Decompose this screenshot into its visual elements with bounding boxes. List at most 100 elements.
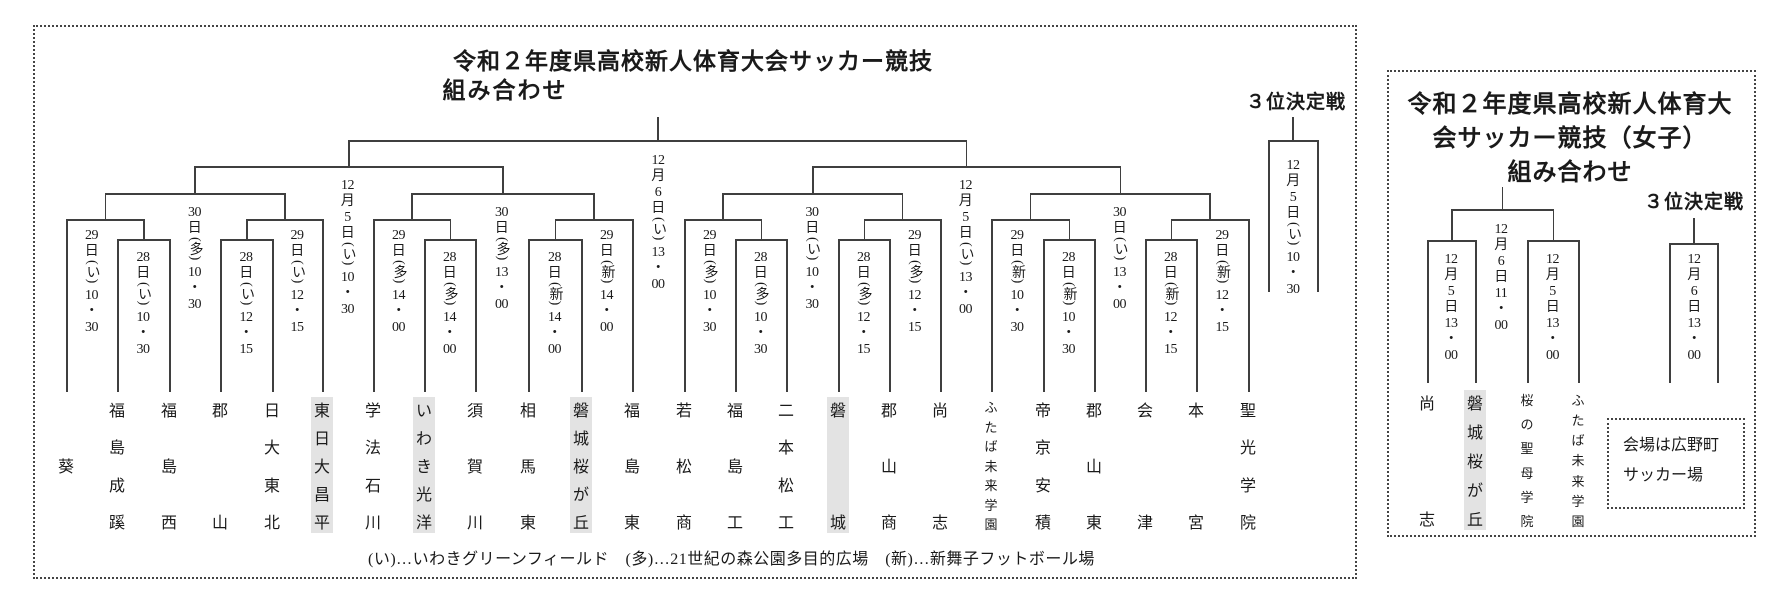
match-date-segment: 月 — [1494, 238, 1508, 253]
match-date-segment: 28 — [754, 250, 768, 265]
team-name-char: ば — [1571, 433, 1585, 449]
team-name-char: 院 — [1239, 514, 1256, 532]
match-date-segment: (多) — [494, 237, 510, 261]
team-name-char: 日 — [263, 403, 280, 420]
match-date-segment: (い) — [1112, 237, 1128, 261]
match-date-segment: (い) — [290, 260, 305, 284]
team-name: 日大東北 — [261, 397, 283, 533]
bracket-line — [272, 239, 274, 392]
womens-title-line2: 会サッカー競技（女子） — [1432, 125, 1708, 152]
match-date-segment: 28 — [136, 250, 151, 265]
match-date-segment: 日 — [340, 226, 355, 241]
match-date-segment: ・ — [1061, 326, 1076, 342]
team-name: 聖光学院 — [1237, 397, 1259, 533]
match-date-segment: 14 — [392, 288, 406, 304]
bracket-line — [1145, 239, 1147, 392]
match-date-segment: ・ — [958, 286, 973, 302]
womens-title-line3: 組み合わせ — [1507, 159, 1633, 186]
venue-footnote: (い)…いわきグリーンフィールド (多)…21世紀の森公園多目的広場 (新)…新… — [368, 551, 1095, 568]
match-date-segment: 15 — [1215, 320, 1230, 336]
match-date-segment: 日 — [1444, 300, 1458, 315]
team-name-char: 城 — [1466, 425, 1483, 442]
match-date-segment: 6 — [1690, 284, 1698, 299]
match-date-segment: 月 — [1444, 268, 1458, 283]
match-date-segment: 日 — [958, 226, 973, 241]
team-name: 福島成蹊 — [106, 397, 128, 533]
match-date-segment: 00 — [1444, 348, 1459, 363]
team-name-char: 商 — [880, 515, 897, 532]
match-date-segment: 日 — [1494, 270, 1508, 285]
team-name-char: 相 — [519, 403, 536, 420]
match-date-segment: 30 — [188, 205, 202, 220]
bracket-line — [838, 239, 840, 392]
match-date-segment: 10 — [1286, 250, 1301, 266]
team-name-char: 津 — [1136, 515, 1153, 532]
team-name-char: 学 — [984, 497, 998, 513]
match-date-segment: 6 — [654, 185, 662, 200]
match-date-segment: 00 — [548, 342, 562, 358]
bracket-line — [1669, 243, 1671, 383]
match-date-segment: (多) — [391, 260, 407, 284]
bracket-line — [1501, 187, 1504, 209]
mens-bracket-box — [33, 25, 1357, 579]
team-name-char: 母 — [1520, 465, 1534, 481]
match-date-segment: ・ — [907, 304, 922, 320]
match-date-segment: ・ — [599, 304, 614, 320]
bracket-line — [1552, 209, 1554, 240]
bracket-line — [169, 239, 171, 392]
match-date-segment: 10 — [85, 288, 99, 304]
team-name-char: 昌 — [313, 487, 330, 504]
match-date-segment: 30 — [805, 205, 820, 220]
team-name: 福島西 — [158, 397, 180, 533]
match-date-segment: (多) — [187, 237, 203, 261]
match-date-segment: ・ — [239, 326, 253, 342]
team-name-char: 本 — [777, 440, 794, 458]
team-name-char: 丘 — [572, 515, 589, 532]
match-date-segment: 日 — [856, 266, 871, 281]
bracket-line — [1693, 218, 1695, 243]
match-date-segment: 30 — [805, 297, 820, 313]
match-date-segment: 月 — [651, 169, 665, 184]
bracket-line — [838, 239, 891, 241]
team-name-char: 光 — [415, 487, 432, 504]
bracket-line — [1029, 193, 1211, 195]
bracket-line — [812, 166, 814, 193]
team-name: 学法石川 — [362, 397, 384, 533]
team-name-char: 宮 — [1187, 515, 1204, 532]
team-name-char: 桜 — [1520, 393, 1534, 408]
match-date-segment: (多) — [907, 260, 923, 284]
match-date-segment: ・ — [340, 286, 355, 302]
match-date-segment: 11 — [1494, 286, 1508, 301]
bracket-line — [991, 219, 1070, 221]
match-date-segment: 5 — [1289, 190, 1297, 205]
team-name-char: 山 — [211, 515, 228, 532]
team-name: 帝京安積 — [1032, 397, 1054, 533]
match-date-segment: 日 — [1010, 244, 1024, 259]
team-name-char: 未 — [1571, 453, 1585, 469]
match-date-segment: 30 — [341, 302, 355, 318]
match-date-segment: ・ — [84, 304, 99, 320]
team-name-char: 法 — [364, 440, 381, 458]
womens-title-line1: 令和２年度県高校新人体育大 — [1407, 91, 1733, 118]
team-name-char: 成 — [108, 477, 125, 495]
match-date-segment: 12 — [651, 153, 666, 168]
bracket-line — [1292, 117, 1294, 140]
match-date-segment: 28 — [443, 250, 457, 265]
team-name-char: 山 — [880, 459, 897, 476]
team-name-char: 積 — [1034, 514, 1051, 532]
team-name-char: 福 — [623, 403, 640, 420]
match-date-segment: 00 — [1546, 348, 1560, 363]
bracket-line — [1268, 140, 1270, 292]
bracket-line — [684, 219, 686, 392]
team-name-char: 尚 — [931, 403, 948, 420]
bracket-line — [889, 239, 891, 392]
match-date-segment: 10 — [341, 270, 355, 286]
team-name-char: 光 — [1239, 440, 1256, 458]
bracket-line — [1578, 240, 1580, 383]
